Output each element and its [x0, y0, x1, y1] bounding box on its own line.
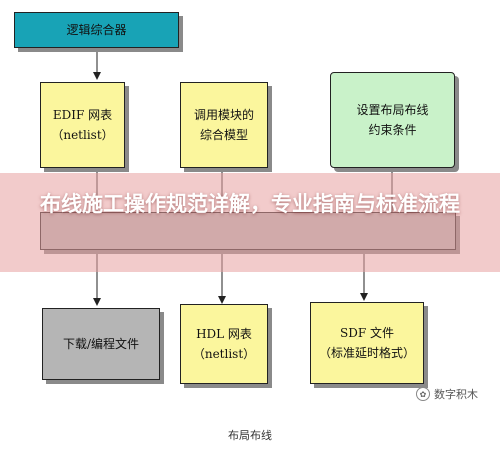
hdl-line1: HDL 网表 — [196, 326, 252, 341]
edif-netlist-note: EDIF 网表 （netlist） — [40, 82, 125, 168]
hdl-netlist-note: HDL 网表 （netlist） — [180, 304, 268, 384]
download-label: 下载/编程文件 — [62, 336, 140, 351]
title-banner — [0, 173, 500, 272]
sdf-file-note: SDF 文件 （标准延时格式） — [310, 302, 424, 384]
watermark: ✿ 数字积木 — [416, 386, 478, 402]
constraint-line2: 约束条件 — [368, 123, 417, 137]
watermark-label: 数字积木 — [434, 388, 478, 401]
model-line2: 综合模型 — [199, 128, 248, 142]
download-programming-box: 下载/编程文件 — [42, 308, 160, 380]
sdf-line2: （标准延时格式） — [318, 346, 415, 360]
edif-line1: EDIF 网表 — [52, 107, 113, 122]
logic-synthesizer-box: 逻辑综合器 — [14, 12, 179, 48]
constraint-line1: 设置布局布线 — [356, 102, 429, 117]
model-line1: 调用模块的 — [193, 107, 254, 122]
constraint-scroll: 设置布局布线 约束条件 — [330, 72, 455, 168]
banner-title: 布线施工操作规范详解，专业指南与标准流程 — [40, 192, 460, 216]
edif-line2: （netlist） — [51, 128, 114, 142]
figure-caption: 布局布线 — [228, 429, 272, 442]
hdl-line2: （netlist） — [192, 347, 256, 361]
logic-synthesizer-label: 逻辑综合器 — [66, 22, 127, 37]
sdf-line1: SDF 文件 — [340, 325, 394, 340]
wechat-icon: ✿ — [416, 387, 430, 401]
synthesis-model-note: 调用模块的 综合模型 — [180, 82, 268, 168]
